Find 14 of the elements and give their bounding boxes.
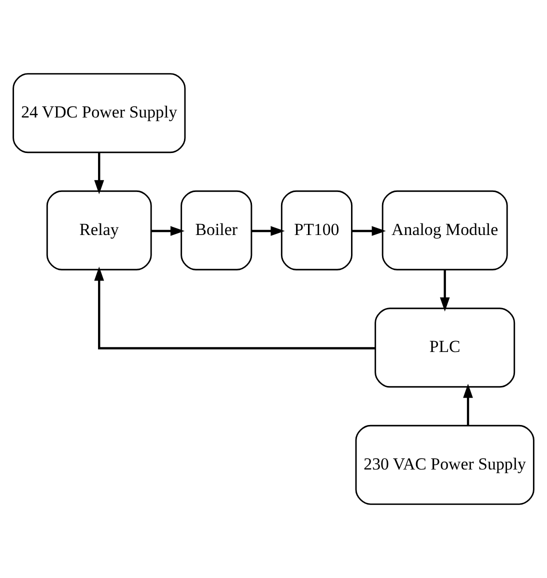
node-box: Boiler xyxy=(180,190,252,270)
node-box: 24 VDC Power Supply xyxy=(12,73,186,154)
node-box: Analog Module xyxy=(382,190,508,270)
arrow xyxy=(151,226,185,236)
arrow xyxy=(352,226,386,236)
node-box: PT100 xyxy=(280,190,352,270)
node-box: PLC xyxy=(374,308,516,388)
node-box: Relay xyxy=(46,190,152,270)
arrow xyxy=(463,384,473,426)
arrow xyxy=(94,266,376,350)
arrow xyxy=(94,152,104,194)
arrow xyxy=(251,226,285,236)
arrow xyxy=(440,270,450,312)
node-box: 230 VAC Power Supply xyxy=(355,424,534,505)
